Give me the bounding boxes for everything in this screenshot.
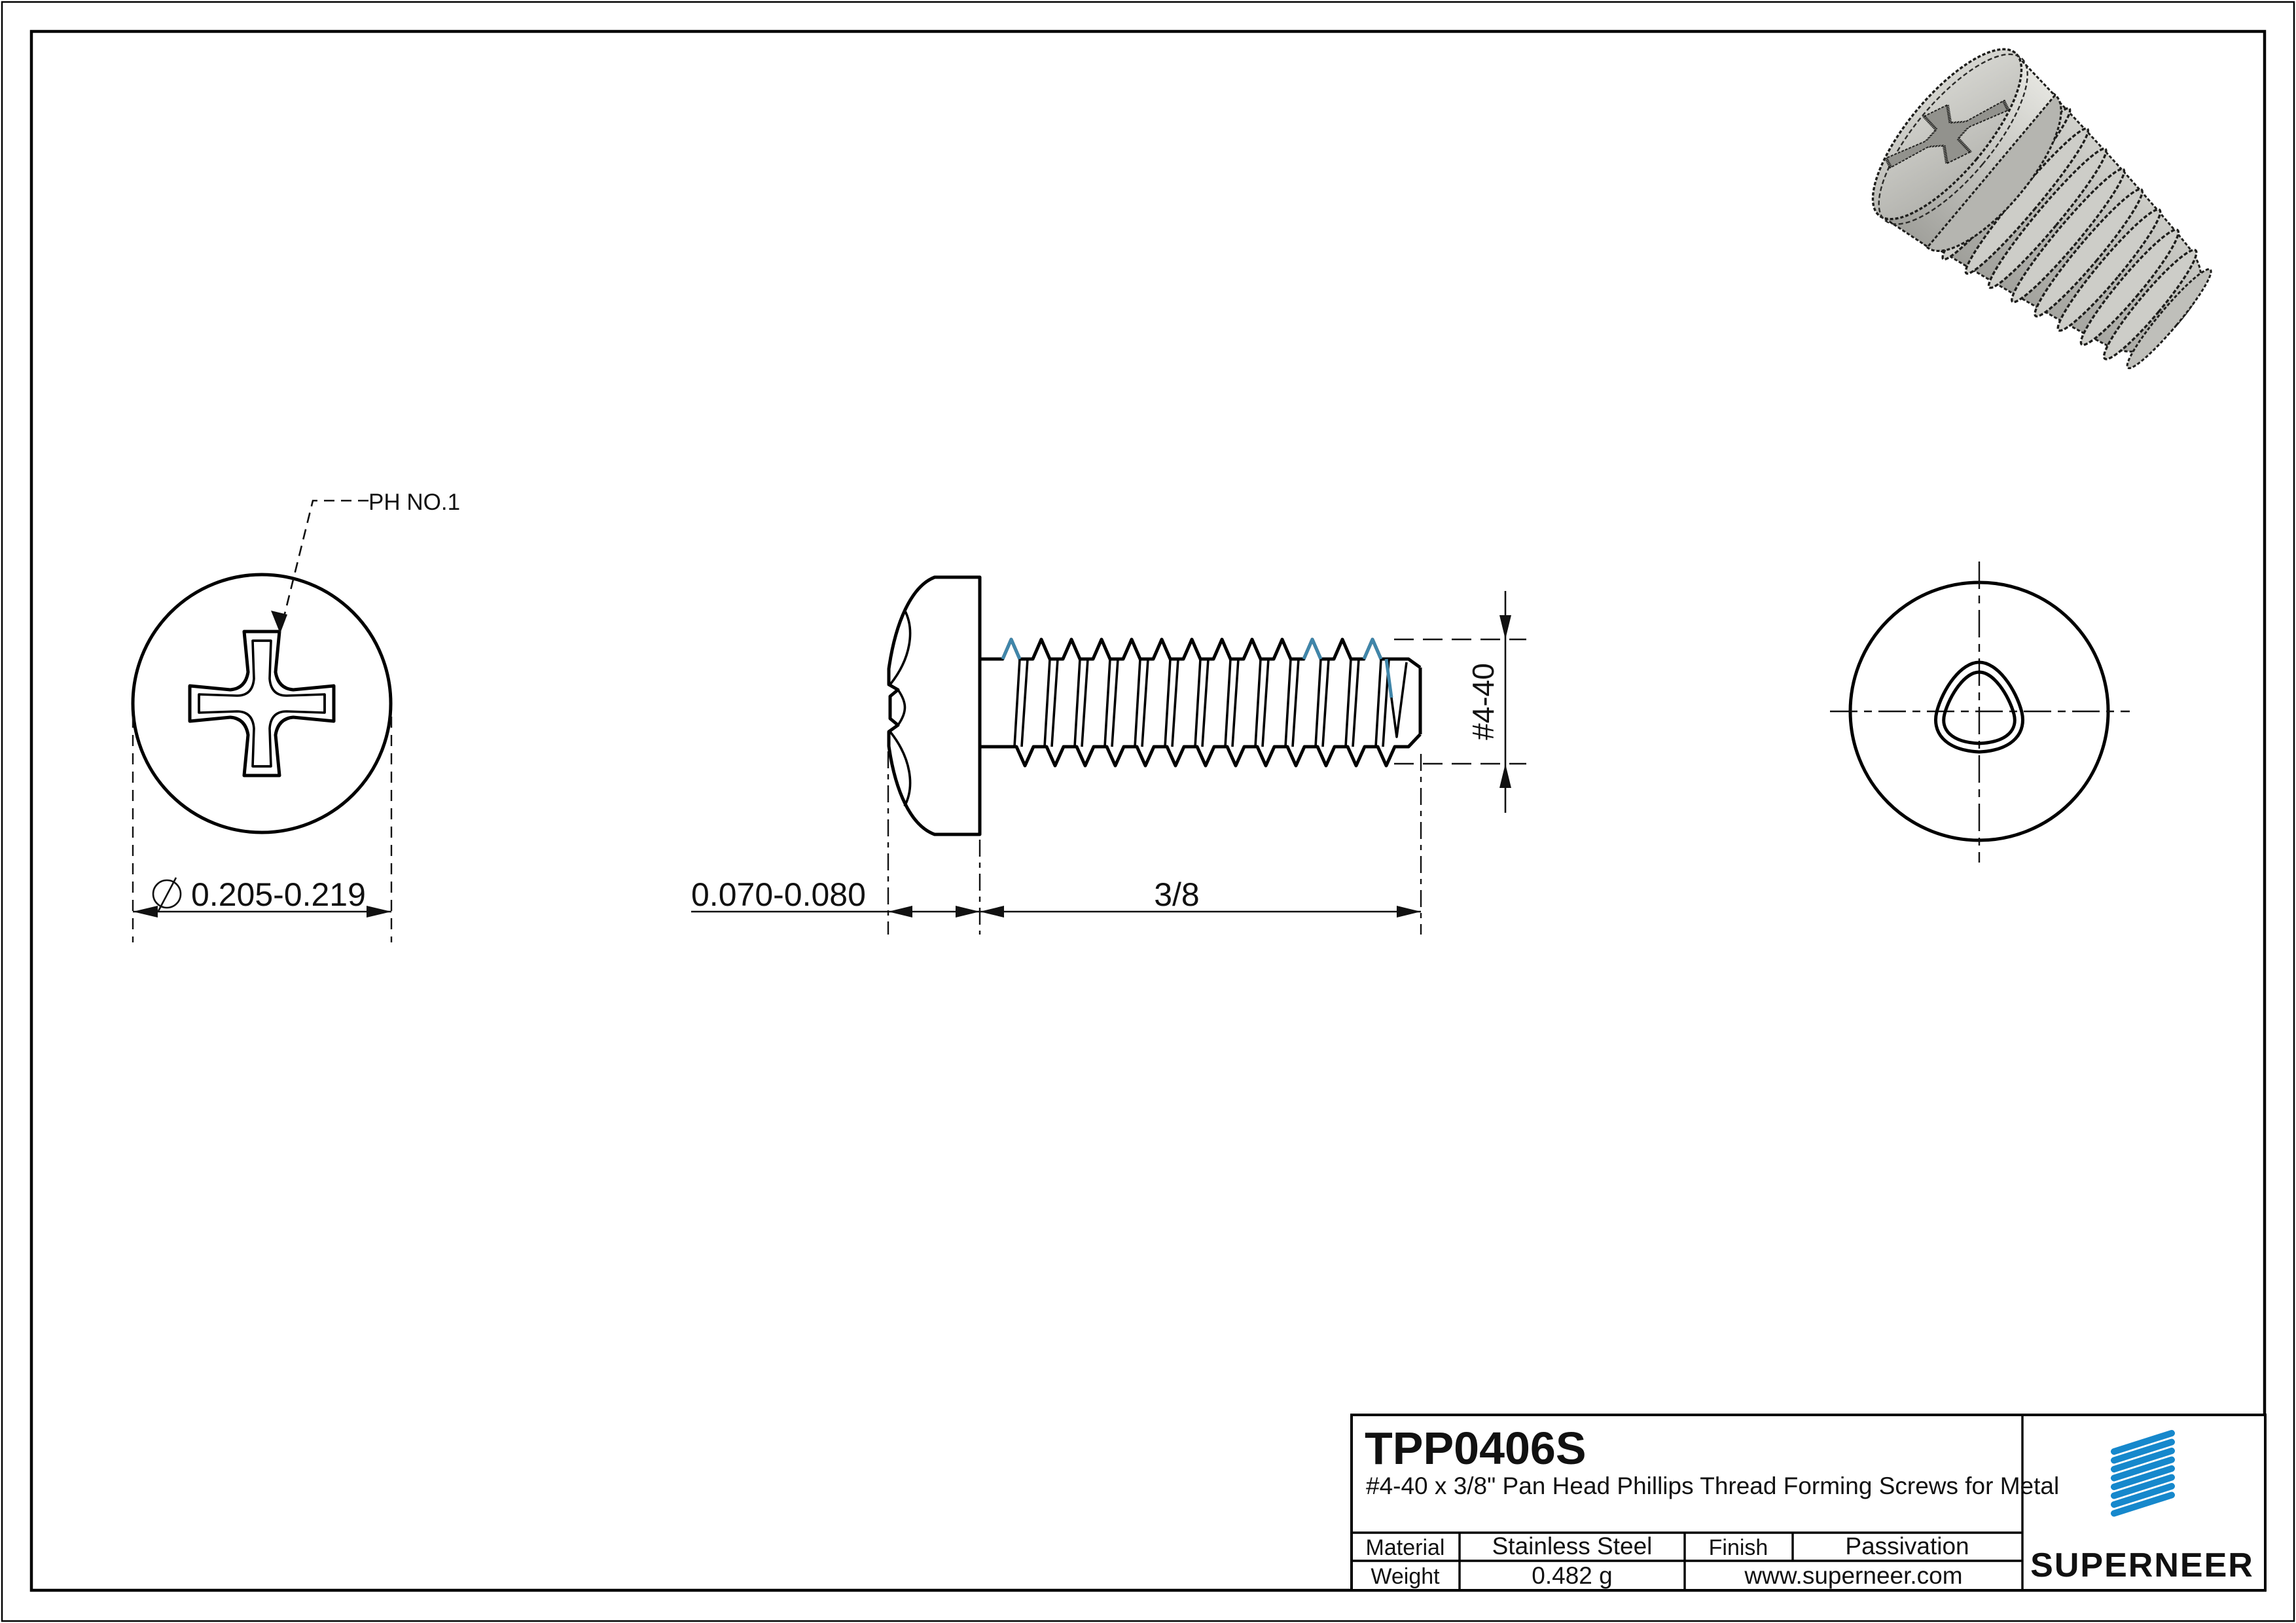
thread-bottom-outline [980, 733, 1422, 768]
thread-length-value: 3/8 [1154, 876, 1200, 913]
website-link[interactable]: www.superneer.com [1744, 1562, 1962, 1589]
logo-stripe [2111, 1430, 2175, 1455]
head-height-value: 0.070-0.080 [691, 876, 866, 913]
part-description: #4-40 x 3/8" Pan Head Phillips Thread Fo… [1366, 1472, 2059, 1499]
phillips-recess-inner [198, 639, 326, 768]
thread-size-arrow-bottom [1499, 764, 1511, 788]
head-side-profile [887, 575, 982, 836]
weight-label: Weight [1371, 1564, 1440, 1589]
thread-flanks [1013, 658, 1390, 747]
trilobe-outer [1934, 660, 2024, 754]
recess-label: PH NO.1 [368, 490, 460, 515]
material-value: Stainless Steel [1492, 1533, 1653, 1560]
diameter-symbol-slash [157, 877, 177, 912]
phillips-recess-outer [188, 630, 336, 777]
thread-size-arrow-top [1499, 615, 1511, 639]
trilobe-inner [1942, 670, 2017, 745]
material-label: Material [1366, 1535, 1445, 1560]
title-block: TPP0406S #4-40 x 3/8" Pan Head Phillips … [1350, 1414, 2267, 1592]
diameter-value: 0.205-0.219 [191, 876, 366, 913]
head-outline-circle [131, 573, 393, 834]
thread-size-value: #4-40 [1466, 663, 1500, 740]
side-view: 0.070-0.080 3/8 #4-40 [691, 575, 1526, 935]
leader-arrowhead [271, 611, 287, 633]
logo-stripe [2111, 1465, 2175, 1490]
front-view: PH NO.1 0.205-0.219 [131, 490, 460, 942]
dim-arrow-right [367, 906, 391, 918]
logo-stripe [2111, 1456, 2175, 1482]
screw-3d-render [1871, 48, 2212, 370]
logo-stripe [2111, 1438, 2175, 1464]
head-dim-arrow-right [956, 906, 980, 918]
length-dim-arrow-left [980, 906, 1004, 918]
back-view [1830, 562, 2130, 863]
head-recess-profile-curves [889, 609, 912, 807]
dim-arrow-left [133, 906, 158, 918]
phillips-recess-tip-edges [198, 639, 326, 768]
brand-name: SUPERNEER [2030, 1546, 2254, 1584]
screw-3d-head-rim [1878, 53, 2028, 225]
brand-logo-stripes-icon [2111, 1430, 2175, 1517]
screw-3d-phillips-recess [1884, 99, 2010, 169]
logo-stripe [2111, 1483, 2175, 1508]
major-diameter-dashed-lines [1394, 638, 1526, 765]
diameter-symbol-icon [152, 879, 182, 909]
part-number: TPP0406S [1365, 1423, 1587, 1474]
logo-stripe [2111, 1474, 2175, 1499]
weight-value: 0.482 g [1532, 1562, 1612, 1589]
recess-leader-line [282, 499, 368, 620]
logo-stripe [2111, 1448, 2175, 1472]
drawing-frame [29, 29, 2267, 1592]
finish-value: Passivation [1845, 1533, 1969, 1560]
head-dim-arrow-left [888, 906, 912, 918]
finish-label: Finish [1709, 1535, 1768, 1560]
thread-crest-highlights [1001, 637, 1393, 698]
thread-top-outline [980, 637, 1422, 669]
logo-stripe [2111, 1491, 2175, 1517]
screw-3d-tip [2126, 268, 2212, 370]
length-dim-arrow-right [1397, 906, 1421, 918]
